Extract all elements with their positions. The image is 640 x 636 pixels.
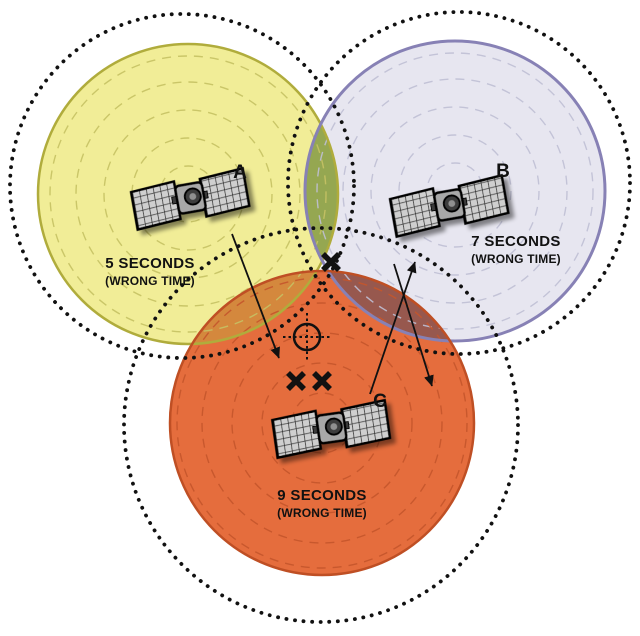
arrow-from-b (393, 263, 434, 387)
satellite-c-time: 9 SECONDS (277, 487, 366, 504)
range-zone-b-border (303, 39, 607, 343)
range-zone-a-border (36, 42, 340, 346)
satellite-c-label: C (373, 391, 387, 412)
dotted-circle-b (286, 10, 632, 356)
true-position-marker (283, 313, 331, 361)
satellite-a-time: 5 SECONDS (105, 255, 194, 272)
measured-range-circles (8, 10, 632, 624)
satellite-c-note: (WRONG TIME) (277, 506, 367, 520)
arrow-from-c (369, 261, 417, 395)
dotted-circle-a (8, 12, 356, 360)
arrow-from-a (231, 233, 280, 359)
satellite-b-note: (WRONG TIME) (471, 252, 561, 266)
satellite-b-time: 7 SECONDS (471, 233, 560, 250)
dotted-circle-c (122, 226, 520, 624)
satellite-a-label: A (233, 162, 247, 183)
satellite-b-label: B (496, 161, 510, 182)
range-zone-c-border (168, 269, 476, 577)
satellite-a-note: (WRONG TIME) (105, 274, 195, 288)
pointer-arrows (231, 233, 434, 395)
